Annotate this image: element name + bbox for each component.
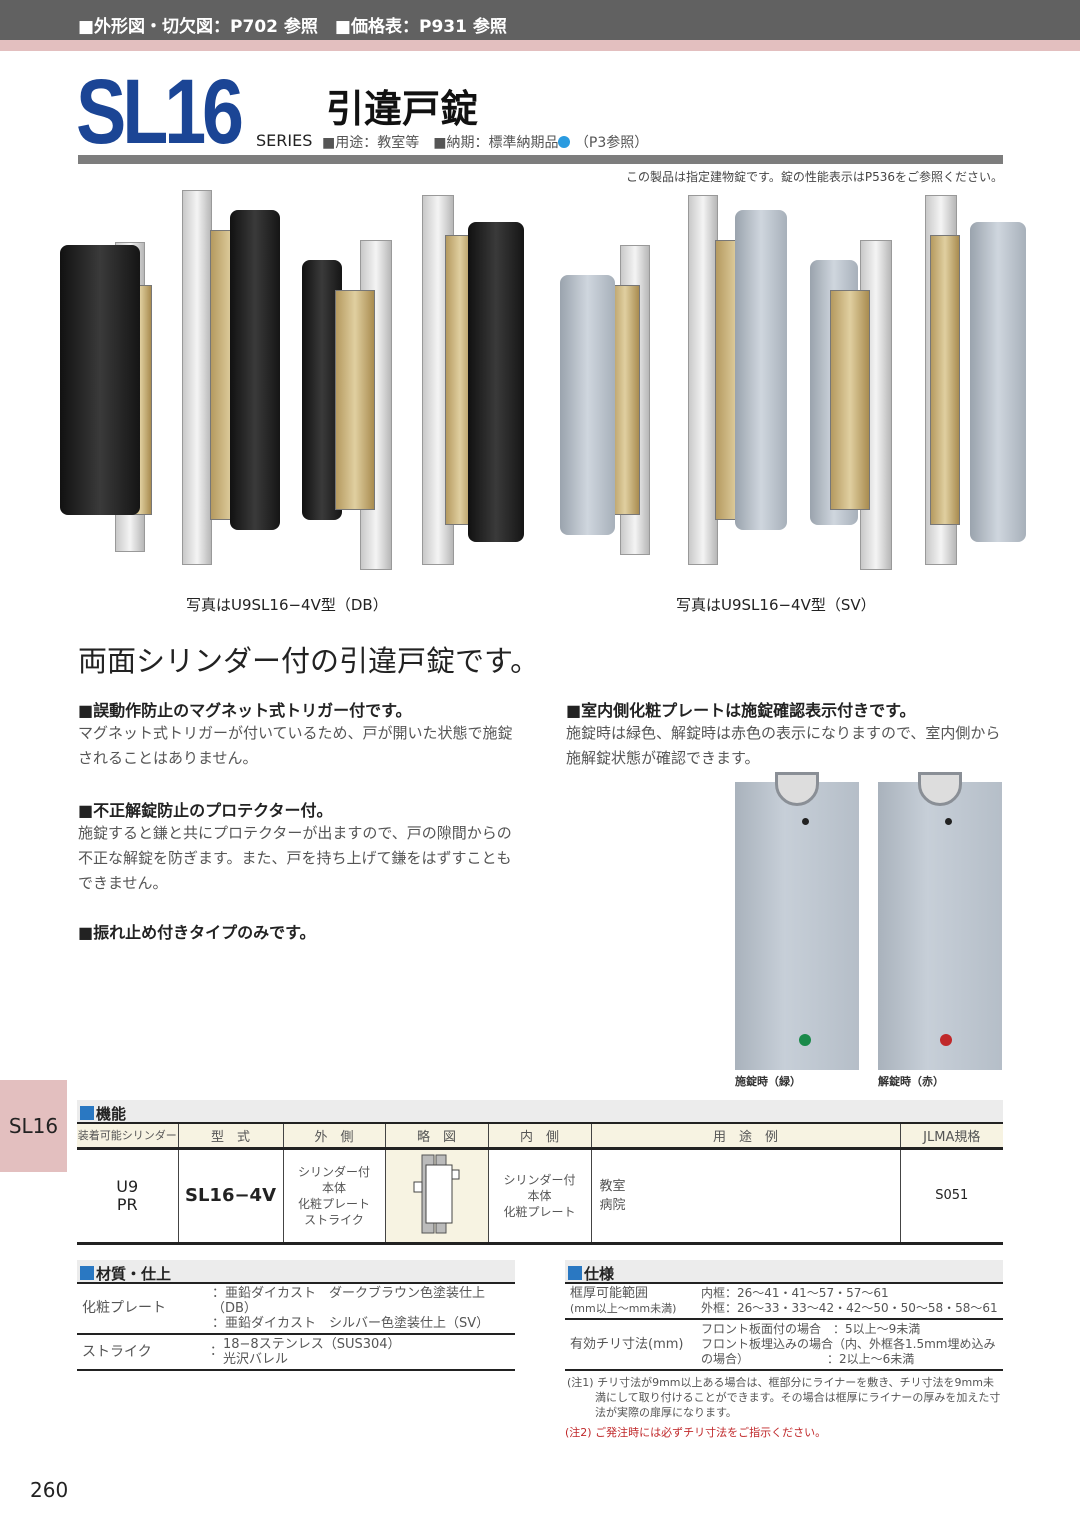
materials-table: 化粧プレート：亜鉛ダイカスト ダークブラウン色塗装仕上（DB）：亜鉛ダイカスト … — [77, 1284, 515, 1371]
material-label: 化粧プレート — [77, 1284, 207, 1335]
product-meta: ■用途：教室等 ■納期：標準納期品 （P3参照） — [322, 132, 648, 152]
feature-title: ■不正解錠防止のプロテクター付。 — [78, 801, 333, 820]
caption-db: 写真はU9SL16−4V型（DB） — [186, 596, 388, 614]
plate-locked-image — [735, 772, 859, 1070]
reference-bar: ■外形図・切欠図：P702 参照 ■価格表：P931 参照 — [0, 0, 1080, 40]
material-value: ：亜鉛ダイカスト ダークブラウン色塗装仕上（DB） — [212, 1286, 486, 1316]
col-header: 装着可能シリンダー — [77, 1124, 178, 1150]
square-bullet-icon — [568, 1266, 582, 1280]
schematic-diagram — [384, 1148, 488, 1245]
series-label: SERIES — [256, 131, 313, 150]
function-table: 装着可能シリンダー 型 式 外 側 略 図 内 側 用 途 例 JLMA規格 U… — [77, 1124, 1003, 1245]
header-stripe — [0, 40, 1080, 51]
feature-antishake: ■振れ止め付きタイプのみです。 — [78, 919, 518, 943]
specs-section: 仕様 框厚可能範囲(mm以上〜mm未満) 内框：26〜41・41〜57・57〜61… — [565, 1260, 1003, 1440]
title-rule — [78, 155, 1003, 164]
spec-value: フロント板埋込みの場合（内、外框各1.5mm埋め込み — [701, 1337, 996, 1351]
function-section: 機能 装着可能シリンダー 型 式 外 側 略 図 内 側 用 途 例 JLMA規… — [77, 1100, 1003, 1245]
col-header: JLMA規格 — [899, 1124, 1003, 1150]
material-value: 18−8ステンレス（SUS304） — [223, 1337, 401, 1352]
product-title: 引違戸錠 — [326, 87, 479, 131]
colon: ： — [210, 1344, 224, 1359]
spec-value: 外框：26〜33・33〜42・42〜50・50〜58・58〜61 — [701, 1301, 998, 1315]
feature-title: ■室内側化粧プレートは施錠確認表示付きです。 — [566, 701, 916, 720]
col-header: 略 図 — [384, 1124, 488, 1150]
red-indicator-icon — [940, 1034, 952, 1046]
spec-label: 有効チリ寸法(mm) — [565, 1319, 701, 1371]
model: SL16−4V — [177, 1148, 283, 1245]
use-item: 教室 — [599, 1178, 626, 1194]
spec-note-2: (注2) ご発注時には必ずチリ寸法をご指示ください。 — [565, 1426, 827, 1439]
material-value: 光沢バレル — [223, 1352, 289, 1367]
feature-text: マグネット式トリガーが付いているため、戸が開いた状態で施錠されることはありません… — [78, 724, 513, 767]
outside-item: シリンダー付 — [297, 1164, 370, 1179]
locked-label: 施錠時（緑） — [735, 1075, 801, 1088]
delivery-ref: （P3参照） — [574, 135, 649, 151]
col-header: 用 途 例 — [590, 1124, 900, 1150]
feature-magnet: ■誤動作防止のマグネット式トリガー付です。 マグネット式トリガーが付いているため… — [78, 697, 518, 771]
headline: 両面シリンダー付の引違戸錠です。 — [78, 644, 540, 678]
photo-db — [50, 190, 530, 580]
plate-unlocked-image — [878, 772, 1002, 1070]
use-item: 病院 — [599, 1197, 626, 1213]
col-header: 内 側 — [487, 1124, 591, 1150]
feature-indicator: ■室内側化粧プレートは施錠確認表示付きです。 施錠時は緑色、解錠時は赤色の表示に… — [566, 697, 1006, 771]
col-header: 外 側 — [282, 1124, 385, 1150]
feature-title: ■振れ止め付きタイプのみです。 — [78, 923, 316, 942]
inside-item: 本体 — [527, 1188, 552, 1203]
caption-sv: 写真はU9SL16−4V型（SV） — [676, 596, 876, 614]
side-tab: SL16 — [0, 1080, 67, 1172]
material-label: ストライク — [77, 1334, 207, 1371]
inside-item: シリンダー付 — [503, 1172, 576, 1187]
feature-text: 施錠すると鎌と共にプロテクターが出ますので、戸の隙間からの不正な解錠を防ぎます。… — [78, 824, 512, 892]
inside-item: 化粧プレート — [503, 1204, 576, 1219]
page-number: 260 — [30, 1478, 69, 1502]
series-code: SL16 — [76, 61, 244, 163]
cylinder-pr: PR — [116, 1194, 138, 1214]
cylinder-u9: U9 — [116, 1176, 139, 1196]
section-title: 機能 — [96, 1105, 127, 1123]
use: ■用途：教室等 — [322, 135, 420, 151]
delivery: ■納期：標準納期品 — [433, 135, 559, 151]
spec-value: 内框：26〜41・41〜57・57〜61 — [701, 1286, 889, 1300]
outside-item: ストライク — [304, 1212, 364, 1227]
spec-value: フロント板面付の場合 ：5以上〜9未満 — [701, 1322, 921, 1336]
designated-lock-note: この製品は指定建物錠です。錠の性能表示はP536をご参照ください。 — [626, 170, 1003, 184]
spec-value: の場合） ：2以上〜6未満 — [701, 1352, 915, 1366]
section-title: 材質・仕上 — [96, 1265, 172, 1283]
outside-item: 化粧プレート — [297, 1196, 370, 1211]
spec-sublabel: (mm以上〜mm未満) — [570, 1302, 677, 1315]
outside-item: 本体 — [321, 1180, 346, 1195]
table-row: ストライク：18−8ステンレス（SUS304）光沢バレル — [77, 1334, 515, 1371]
green-indicator-icon — [799, 1034, 811, 1046]
table-row: 化粧プレート：亜鉛ダイカスト ダークブラウン色塗装仕上（DB）：亜鉛ダイカスト … — [77, 1284, 515, 1335]
jlma-code: S051 — [899, 1148, 1003, 1245]
photo-sv — [550, 190, 1030, 580]
unlocked-label: 解錠時（赤） — [878, 1075, 944, 1088]
feature-title: ■誤動作防止のマグネット式トリガー付です。 — [78, 701, 412, 720]
feature-protector: ■不正解錠防止のプロテクター付。 施錠すると鎌と共にプロテクターが出ますので、戸… — [78, 797, 518, 896]
square-bullet-icon — [80, 1266, 94, 1280]
spec-label: 框厚可能範囲 — [570, 1286, 649, 1301]
standard-delivery-dot-icon — [558, 136, 571, 148]
materials-section: 材質・仕上 化粧プレート：亜鉛ダイカスト ダークブラウン色塗装仕上（DB）：亜鉛… — [77, 1260, 515, 1371]
col-header: 型 式 — [177, 1124, 283, 1150]
spec-note-1: (注1) チリ寸法が9mm以上ある場合は、框部分にライナーを敷き、チリ寸法を9m… — [567, 1376, 1001, 1419]
section-title: 仕様 — [584, 1265, 615, 1283]
material-value: ：亜鉛ダイカスト シルバー色塗装仕上（SV） — [212, 1316, 490, 1331]
table-row: 有効チリ寸法(mm)フロント板面付の場合 ：5以上〜9未満フロント板埋込みの場合… — [565, 1319, 1003, 1371]
square-bullet-icon — [80, 1106, 94, 1120]
feature-text: 施錠時は緑色、解錠時は赤色の表示になりますので、室内側から施解錠状態が確認できま… — [566, 724, 1001, 767]
